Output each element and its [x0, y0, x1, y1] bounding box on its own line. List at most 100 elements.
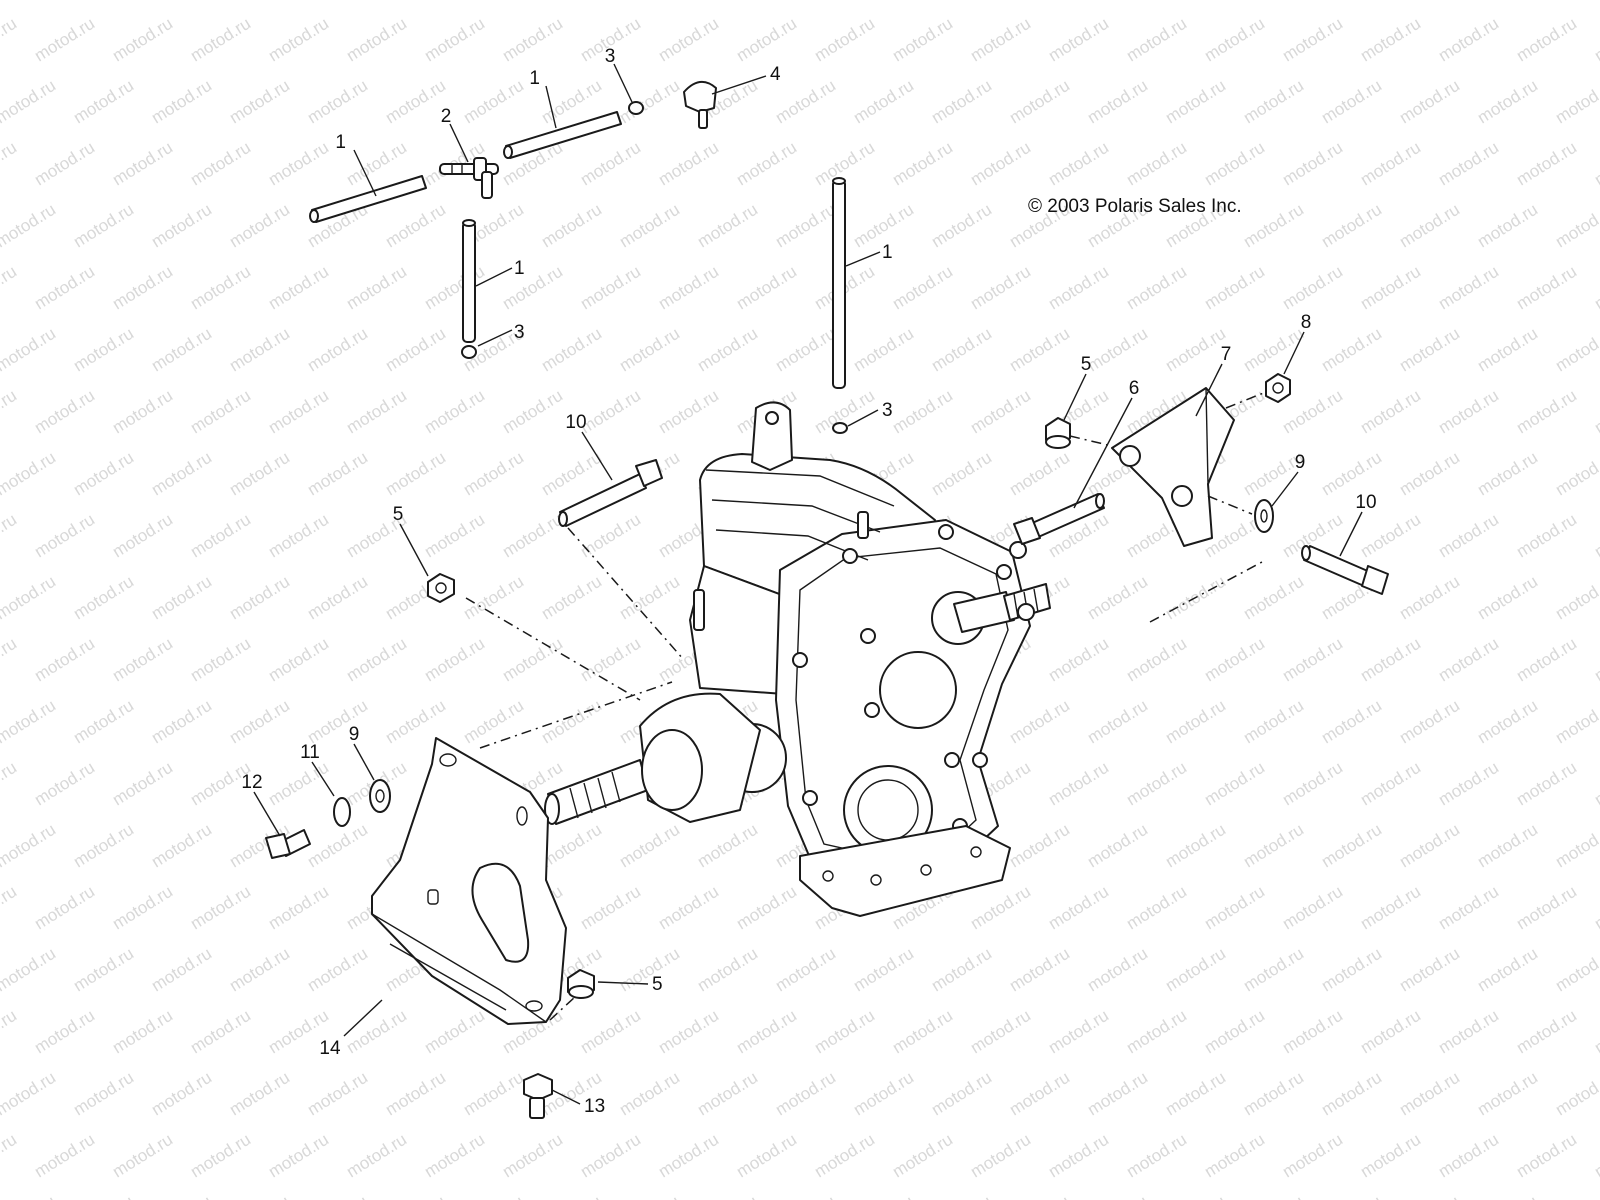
watermark-text: motod.ru [148, 448, 215, 500]
watermark-text: motod.ru [148, 944, 215, 996]
watermark-text: motod.ru [1396, 76, 1463, 128]
watermark-text: motod.ru [421, 1006, 488, 1058]
watermark-text: motod.ru [538, 0, 605, 3]
watermark-text: motod.ru [187, 138, 254, 190]
watermark-text: motod.ru [1591, 882, 1600, 934]
watermark-text: motod.ru [1552, 1068, 1600, 1120]
watermark-text: motod.ru [1162, 820, 1229, 872]
watermark-text: motod.ru [304, 1192, 371, 1200]
watermark-text: motod.ru [0, 882, 20, 934]
watermark-text: motod.ru [109, 882, 176, 934]
watermark-text: motod.ru [772, 944, 839, 996]
watermark-text: motod.ru [967, 1006, 1034, 1058]
watermark-text: motod.ru [1201, 882, 1268, 934]
watermark-text: motod.ru [928, 200, 995, 252]
watermark-text: motod.ru [1357, 1006, 1424, 1058]
watermark-text: motod.ru [577, 138, 644, 190]
watermark-text: motod.ru [187, 882, 254, 934]
watermark-text: motod.ru [1084, 696, 1151, 748]
watermark-text: motod.ru [1084, 324, 1151, 376]
watermark-text: motod.ru [0, 758, 20, 810]
watermark-text: motod.ru [1357, 386, 1424, 438]
watermark-text: motod.ru [70, 572, 137, 624]
watermark-text: motod.ru [0, 448, 59, 500]
callout-9a: 9 [1295, 452, 1306, 473]
watermark-text: motod.ru [70, 200, 137, 252]
watermark-text: motod.ru [1435, 882, 1502, 934]
watermark-text: motod.ru [421, 386, 488, 438]
watermark-text: motod.ru [577, 882, 644, 934]
watermark-text: motod.ru [1591, 262, 1600, 314]
watermark-text: motod.ru [0, 1192, 59, 1200]
watermark-text: motod.ru [1123, 262, 1190, 314]
callout-1a: 1 [335, 132, 346, 153]
callout-3a: 3 [605, 46, 616, 67]
watermark-text: motod.ru [811, 1130, 878, 1182]
watermark-text: motod.ru [421, 262, 488, 314]
assembly-alignment-lines [465, 391, 1267, 1021]
watermark-text: motod.ru [499, 634, 566, 686]
watermark-text: motod.ru [1318, 0, 1385, 3]
watermark-text: motod.ru [1045, 882, 1112, 934]
watermark-text: motod.ru [616, 1192, 683, 1200]
watermark-text: motod.ru [811, 1006, 878, 1058]
watermark-text: motod.ru [928, 944, 995, 996]
watermark-text: motod.ru [1045, 1006, 1112, 1058]
watermark-text: motod.ru [1474, 0, 1541, 3]
watermark-text: motod.ru [1318, 820, 1385, 872]
watermark-text: motod.ru [1552, 448, 1600, 500]
watermark-text: motod.ru [0, 0, 59, 3]
vent-hose-left [309, 175, 427, 223]
watermark-text: motod.ru [304, 572, 371, 624]
watermark-text: motod.ru [1552, 0, 1600, 3]
watermark-text: motod.ru [655, 14, 722, 66]
watermark-text: motod.ru [148, 76, 215, 128]
watermark-text: motod.ru [1006, 1192, 1073, 1200]
watermark-text: motod.ru [1513, 1006, 1580, 1058]
watermark-text: motod.ru [343, 138, 410, 190]
watermark-text: motod.ru [460, 448, 527, 500]
callout-numbers: 1 1 1 1 2 3 3 3 4 5 5 5 6 7 8 9 9 10 10 … [241, 46, 1376, 1117]
watermark-text: motod.ru [694, 200, 761, 252]
watermark-text: motod.ru [1318, 944, 1385, 996]
watermark-text: motod.ru [343, 262, 410, 314]
watermark-text: motod.ru [967, 138, 1034, 190]
watermark-text: motod.ru [850, 0, 917, 3]
watermark-text: motod.ru [1123, 138, 1190, 190]
watermark-text: motod.ru [1552, 76, 1600, 128]
watermark-text: motod.ru [187, 386, 254, 438]
watermark-text: motod.ru [694, 1068, 761, 1120]
watermark-text: motod.ru [265, 14, 332, 66]
watermark-text: motod.ru [1318, 324, 1385, 376]
flange-bolt-bottom [523, 1073, 553, 1119]
callout-1b: 1 [529, 68, 540, 89]
watermark-text: motod.ru [733, 882, 800, 934]
callout-2: 2 [441, 106, 452, 127]
watermark-text: motod.ru [1552, 820, 1600, 872]
watermark-text: motod.ru [1435, 634, 1502, 686]
watermark-text: motod.ru [1201, 1006, 1268, 1058]
watermark-text: motod.ru [0, 262, 20, 314]
watermark-text: motod.ru [109, 14, 176, 66]
watermark-text: motod.ru [538, 696, 605, 748]
watermark-text: motod.ru [265, 138, 332, 190]
watermark-text: motod.ru [460, 1192, 527, 1200]
watermark-text: motod.ru [499, 1130, 566, 1182]
watermark-text: motod.ru [1006, 944, 1073, 996]
watermark-text: motod.ru [304, 820, 371, 872]
watermark-text: motod.ru [421, 14, 488, 66]
watermark-text: motod.ru [265, 510, 332, 562]
watermark-text: motod.ru [1123, 882, 1190, 934]
watermark-text: motod.ru [772, 200, 839, 252]
watermark-text: motod.ru [1357, 634, 1424, 686]
watermark-text: motod.ru [1045, 634, 1112, 686]
watermark-text: motod.ru [0, 1006, 20, 1058]
watermark-text: motod.ru [1591, 510, 1600, 562]
watermark-text: motod.ru [1201, 262, 1268, 314]
copyright-notice: © 2003 Polaris Sales Inc. [1028, 196, 1242, 217]
watermark-text: motod.ru [382, 1192, 449, 1200]
watermark-text: motod.ru [109, 386, 176, 438]
watermark-text: motod.ru [616, 820, 683, 872]
watermark-text: motod.ru [1045, 1130, 1112, 1182]
